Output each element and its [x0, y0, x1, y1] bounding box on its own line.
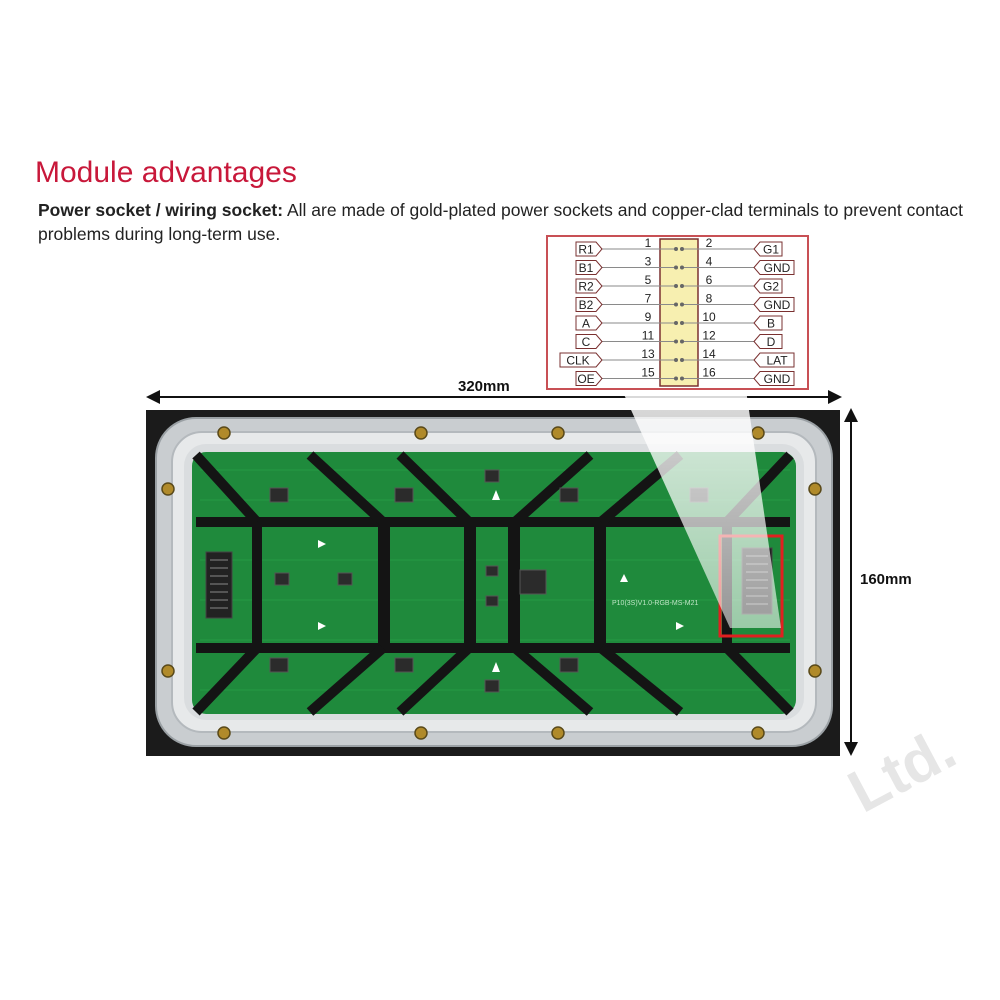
left-connector	[205, 551, 233, 619]
pin-number-left: 9	[645, 310, 652, 324]
signal-tag-left	[575, 315, 603, 331]
pin-dot-right	[680, 321, 684, 325]
signal-label-left: B1	[579, 261, 594, 275]
signal-tag-right	[753, 315, 783, 331]
pin-number-right: 6	[706, 273, 713, 287]
pin-dot-right	[680, 265, 684, 270]
description-label: Power socket / wiring socket:	[38, 200, 284, 220]
pin-number-right: 14	[702, 347, 716, 361]
pin-number-left: 15	[641, 366, 655, 380]
description: Power socket / wiring socket: All are ma…	[38, 198, 968, 246]
pcb-chips	[269, 469, 709, 693]
pin-number-right: 10	[702, 310, 716, 324]
pin-number-right: 12	[702, 329, 716, 343]
pin-dot-left	[674, 358, 678, 362]
signal-label-right: GND	[764, 261, 791, 275]
width-label: 320mm	[458, 378, 510, 395]
board-silkscreen: P10(3S)V1.0-RGB-MS-M21	[612, 600, 698, 607]
signal-tag-left	[575, 278, 603, 294]
pin-dot-left	[674, 284, 678, 288]
signal-label-right: G1	[763, 243, 779, 257]
description-text: All are made of gold-plated power socket…	[38, 200, 964, 244]
signal-tag-left	[575, 297, 603, 312]
pin-dot-right	[680, 284, 684, 288]
signal-tag-right	[753, 278, 783, 294]
pin-dot-left	[674, 302, 678, 307]
signal-label-right: GND	[764, 372, 791, 386]
signal-tag-right	[753, 241, 783, 257]
pin-number-left: 7	[645, 292, 652, 306]
signal-tag-right	[753, 371, 795, 386]
signal-label-right: LAT	[766, 354, 788, 368]
pin-dot-left	[674, 321, 678, 325]
pin-number-left: 3	[645, 255, 652, 269]
signal-label-left: A	[582, 317, 590, 331]
pin-dot-left	[674, 339, 678, 344]
callout-beam	[622, 390, 781, 628]
signal-label-left: OE	[577, 372, 594, 386]
signal-label-left: B2	[579, 298, 594, 312]
watermark: Ltd.	[838, 714, 967, 825]
pin-number-right: 16	[702, 366, 716, 380]
signal-tag-right	[753, 334, 783, 349]
pin-number-right: 2	[706, 237, 713, 250]
signal-label-right: B	[767, 317, 775, 331]
screw-holes	[161, 426, 822, 740]
pin-number-left: 11	[642, 329, 655, 343]
signal-label-right: GND	[764, 298, 791, 312]
signal-label-left: R2	[578, 280, 594, 294]
signal-tag-left	[575, 260, 603, 275]
signal-label-right: G2	[763, 280, 779, 294]
pin-dot-left	[674, 265, 678, 270]
signal-tag-right	[753, 260, 795, 275]
pin-number-right: 4	[706, 255, 713, 269]
signal-tag-right	[753, 352, 795, 368]
height-dimension-arrow	[844, 408, 858, 756]
signal-label-right: D	[767, 335, 776, 349]
pin-number-right: 8	[706, 292, 713, 306]
pin-dot-right	[680, 358, 684, 362]
pcb-arrow-marks	[318, 490, 684, 672]
signal-tag-right	[753, 297, 795, 312]
section-heading: Module advantages	[35, 156, 297, 189]
signal-tag-left	[575, 371, 603, 386]
pin-number-left: 1	[645, 237, 652, 250]
signal-tag-left	[575, 334, 603, 349]
signal-label-left: C	[582, 335, 591, 349]
pin-dot-right	[680, 247, 684, 251]
pin-dot-left	[674, 376, 678, 381]
signal-label-left: R1	[578, 243, 594, 257]
height-label: 160mm	[860, 571, 912, 588]
signal-tag-left	[575, 241, 603, 257]
signal-label-left: CLK	[566, 354, 589, 368]
pin-dot-left	[674, 247, 678, 251]
header-body	[659, 238, 699, 387]
signal-tag-left	[559, 352, 603, 368]
pin-dot-right	[680, 339, 684, 344]
pin-dot-right	[680, 376, 684, 381]
pin-number-left: 5	[645, 273, 652, 287]
pin-dot-right	[680, 302, 684, 307]
pin-number-left: 13	[641, 347, 655, 361]
